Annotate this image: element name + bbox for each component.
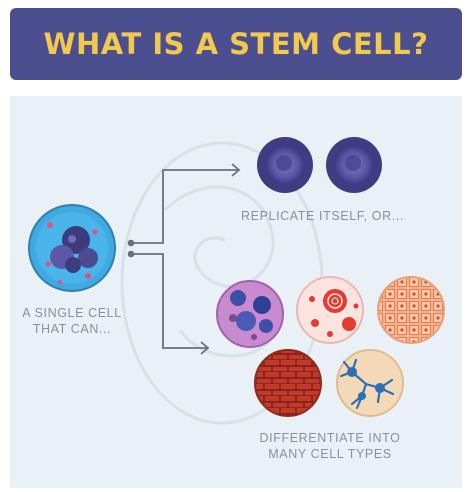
differentiated-cell-muscle — [254, 349, 322, 417]
arrow-icon — [231, 163, 241, 177]
single-cell-label: A SINGLE CELL THAT CAN... — [16, 305, 128, 337]
single-cell-label-line1: A SINGLE CELL — [22, 306, 122, 320]
arrow-icon — [200, 341, 210, 355]
title-banner: WHAT IS A STEM CELL? — [10, 8, 462, 80]
connector-dot — [127, 239, 135, 247]
stem-cell — [28, 204, 116, 292]
differentiate-label-line2: MANY CELL TYPES — [268, 447, 392, 461]
connector-dot — [127, 250, 135, 258]
page-title: WHAT IS A STEM CELL? — [43, 27, 429, 61]
differentiated-cell-red — [296, 276, 364, 344]
differentiated-cell-neuron — [336, 349, 404, 417]
differentiated-cell-blood — [216, 280, 284, 348]
single-cell-label-line2: THAT CAN... — [32, 322, 112, 336]
replicated-cell — [257, 137, 313, 193]
differentiate-label-line1: DIFFERENTIATE INTO — [259, 431, 401, 445]
connector-lines — [132, 169, 238, 349]
arrow-heads — [200, 163, 241, 355]
differentiate-label: DIFFERENTIATE INTO MANY CELL TYPES — [240, 430, 420, 462]
differentiated-cell-tissue — [377, 276, 445, 344]
replicate-label: REPLICATE ITSELF, OR... — [241, 209, 404, 223]
replicated-cell — [326, 137, 382, 193]
